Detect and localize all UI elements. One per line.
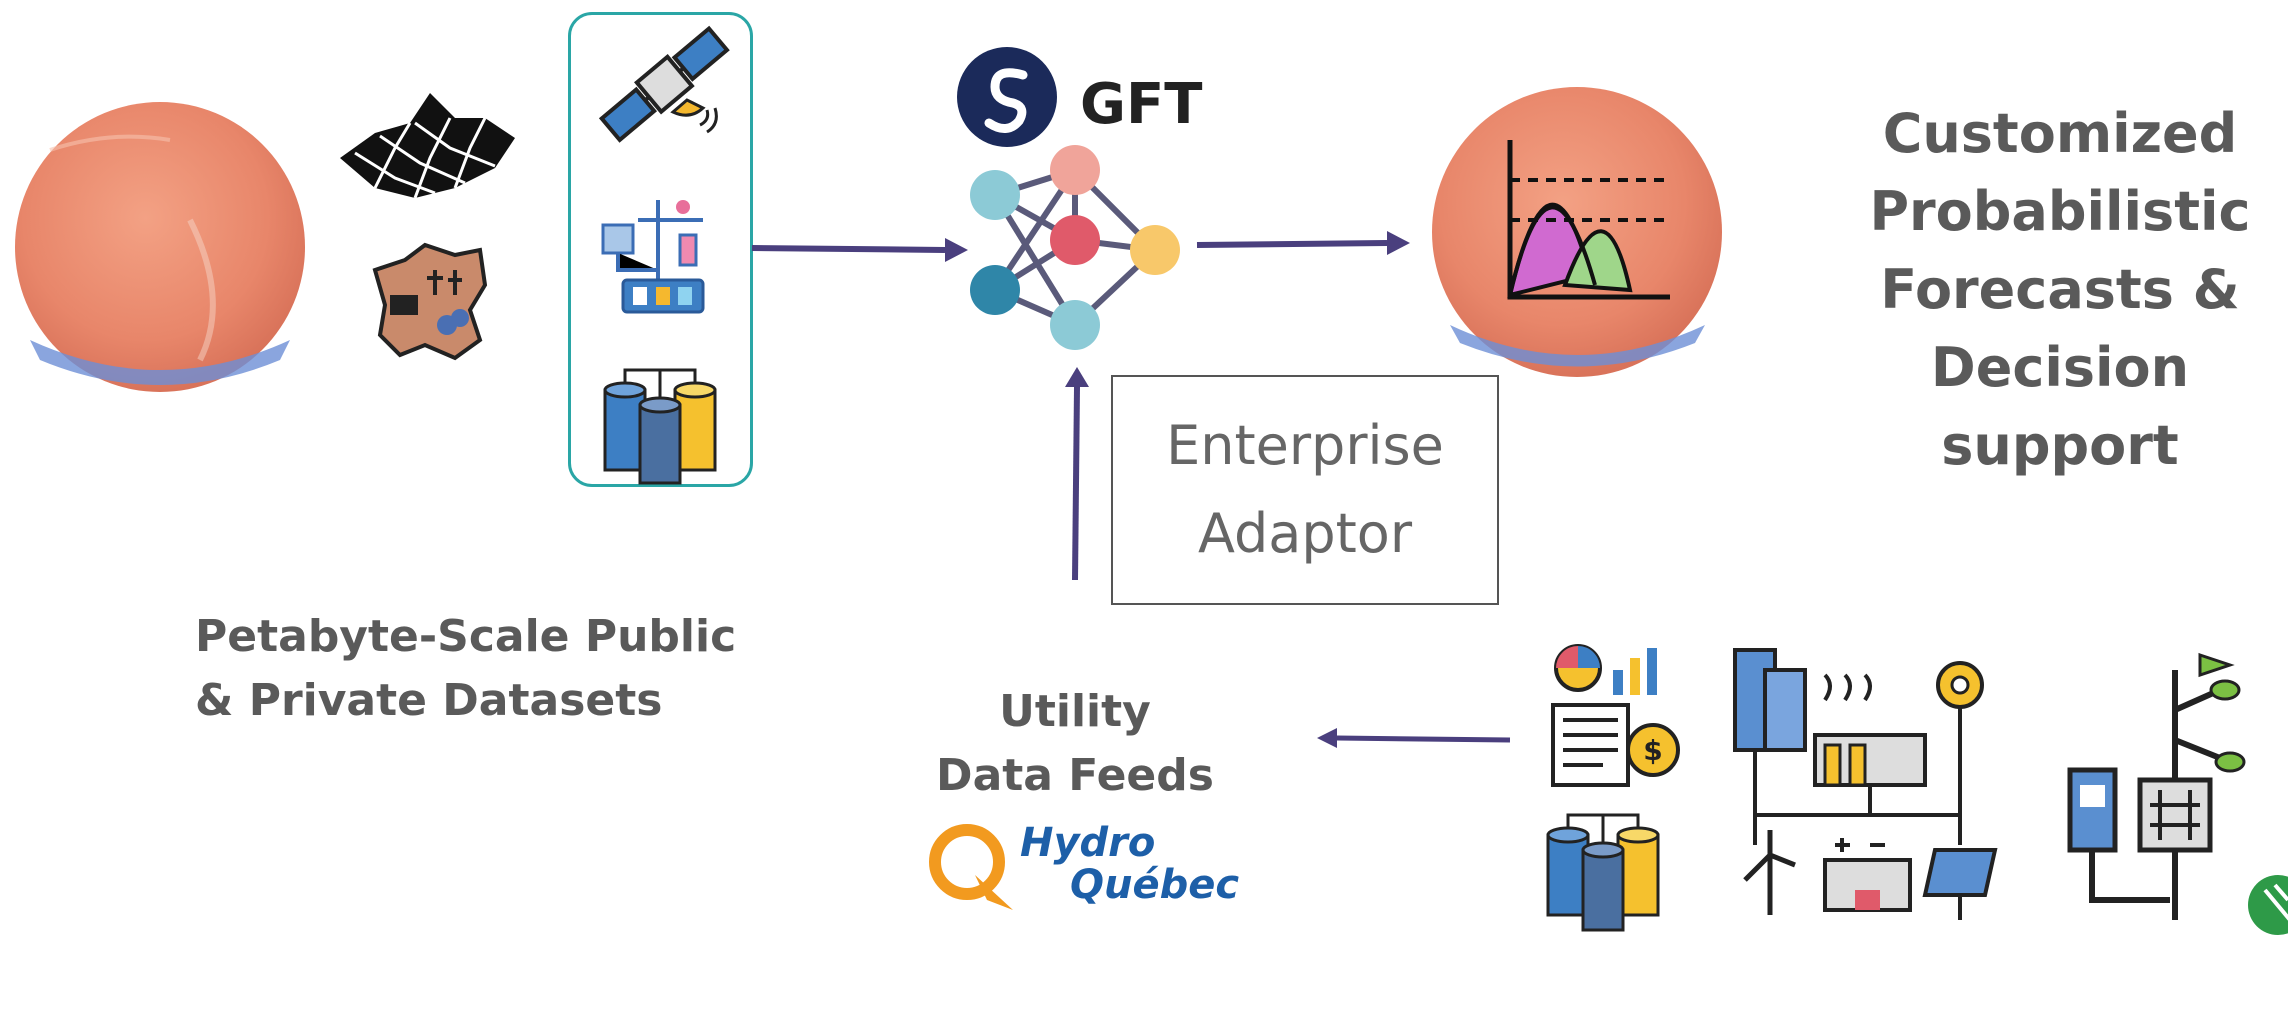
hydro-quebec-wordmark: Hydro Québec <box>1015 822 1239 906</box>
hq-line1: Hydro <box>1020 820 1156 866</box>
forecasts-line1: Customized <box>1882 102 2238 165</box>
weather-station-icon <box>601 200 705 314</box>
utility-line2: Data Feeds <box>936 750 1214 801</box>
input-sources-panel <box>568 12 753 487</box>
adaptor-line2: Adaptor <box>1197 502 1413 565</box>
satellite-icon <box>598 25 730 143</box>
gft-logo-icon <box>957 47 1057 147</box>
power-grid-icon <box>1733 648 1998 920</box>
globe-icon <box>15 102 305 392</box>
enterprise-adaptor-box: Enterprise Adaptor <box>1111 375 1499 605</box>
forecasts-label: Customized Probabilistic Forecasts & Dec… <box>1820 95 2288 485</box>
database-icon <box>1546 813 1660 932</box>
arrow-to-utility <box>1317 728 1511 748</box>
forecasts-line4: Decision support <box>1930 336 2190 477</box>
datasets-label: Petabyte-Scale Public & Private Datasets <box>195 605 736 733</box>
neural-network-icon <box>970 145 1180 350</box>
forecasts-line2: Probabilistic <box>1869 180 2251 243</box>
arrow-to-forecast <box>1196 231 1410 255</box>
svg-text:$: $ <box>1643 734 1662 767</box>
arrow-to-model <box>751 238 968 262</box>
datasets-line1: Petabyte-Scale Public <box>195 611 737 662</box>
utility-feeds-label: Utility Data Feeds <box>930 680 1220 808</box>
terrain-mesh-icon <box>340 93 515 199</box>
datasets-line2: & Private Datasets <box>195 675 663 726</box>
forecast-globe-icon <box>1432 87 1722 377</box>
weather-station-icon <box>2067 652 2288 935</box>
model-name: GFT <box>1080 72 1203 137</box>
arrow-adaptor-to-model <box>1065 367 1089 581</box>
database-icon <box>603 368 717 485</box>
utility-line1: Utility <box>999 686 1151 737</box>
land-use-map-icon <box>372 242 488 361</box>
hydro-quebec-logo-icon <box>929 824 1013 910</box>
hq-line2: Québec <box>1070 862 1240 908</box>
report-icon: $ <box>1551 644 1680 787</box>
forecasts-line3: Forecasts & <box>1880 258 2240 321</box>
adaptor-line1: Enterprise <box>1166 414 1444 477</box>
